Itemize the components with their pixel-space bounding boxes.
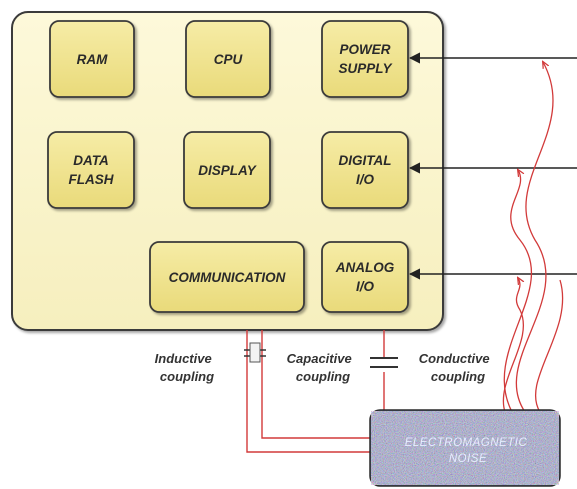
svg-text:DATA: DATA bbox=[73, 153, 109, 168]
svg-text:POWER: POWER bbox=[339, 42, 390, 57]
svg-text:DIGITAL: DIGITAL bbox=[339, 153, 392, 168]
module-label-line1: ANALOG bbox=[335, 260, 395, 275]
module-communication: COMMUNICATION bbox=[149, 241, 305, 313]
noise-path-outer bbox=[534, 279, 564, 413]
module-data-flash: DATA FLASH bbox=[47, 131, 135, 209]
noise-path-power bbox=[515, 62, 554, 413]
module-power-supply: POWER SUPPLY bbox=[321, 20, 409, 98]
module-label-line2: I/O bbox=[356, 172, 375, 187]
inductive-wire-outer bbox=[246, 330, 372, 453]
svg-text:COMMUNICATION: COMMUNICATION bbox=[169, 270, 286, 285]
module-label-line2: I/O bbox=[356, 279, 375, 294]
module-analog-io: ANALOG I/O bbox=[321, 241, 409, 313]
inductive-label: Inductive coupling bbox=[155, 351, 216, 384]
module-ram: RAM bbox=[49, 20, 135, 98]
inductive-wire-inner bbox=[261, 330, 372, 439]
electromagnetic-noise-source: ELECTROMAGNETIC NOISE bbox=[369, 409, 561, 487]
capacitor-symbol bbox=[370, 330, 398, 368]
conductive-label: Conductive coupling bbox=[419, 351, 493, 384]
svg-text:FLASH: FLASH bbox=[69, 172, 114, 187]
signal-arrows bbox=[408, 52, 577, 280]
module-label: RAM bbox=[77, 52, 108, 67]
coupling-wires bbox=[246, 330, 385, 453]
module-label-line1: DIGITAL bbox=[339, 153, 392, 168]
noise-path-analog bbox=[502, 278, 523, 413]
svg-text:CPU: CPU bbox=[214, 52, 244, 67]
noise-label-line1: ELECTROMAGNETIC bbox=[405, 437, 528, 449]
noise-label-line2: NOISE bbox=[449, 453, 487, 465]
noise-path-digital bbox=[503, 170, 533, 413]
svg-text:I/O: I/O bbox=[356, 172, 375, 187]
module-display: DISPLAY bbox=[183, 131, 271, 209]
module-label: CPU bbox=[214, 52, 244, 67]
module-label-line1: DATA bbox=[73, 153, 109, 168]
capacitive-label: Capacitive coupling bbox=[287, 351, 356, 384]
module-label-line2: SUPPLY bbox=[338, 61, 393, 76]
conductive-noise-paths bbox=[502, 62, 564, 413]
svg-text:ANALOG: ANALOG bbox=[335, 260, 395, 275]
module-label: DISPLAY bbox=[198, 163, 258, 178]
svg-text:SUPPLY: SUPPLY bbox=[338, 61, 393, 76]
svg-text:RAM: RAM bbox=[77, 52, 108, 67]
module-cpu: CPU bbox=[185, 20, 271, 98]
svg-text:ELECTROMAGNETIC: ELECTROMAGNETIC bbox=[405, 437, 528, 449]
module-label-line2: FLASH bbox=[69, 172, 114, 187]
module-label-line1: POWER bbox=[339, 42, 390, 57]
module-digital-io: DIGITAL I/O bbox=[321, 131, 409, 209]
svg-text:I/O: I/O bbox=[356, 279, 375, 294]
svg-text:DISPLAY: DISPLAY bbox=[198, 163, 258, 178]
inductor-symbol bbox=[244, 342, 266, 363]
svg-text:NOISE: NOISE bbox=[449, 453, 487, 465]
module-label: COMMUNICATION bbox=[169, 270, 286, 285]
